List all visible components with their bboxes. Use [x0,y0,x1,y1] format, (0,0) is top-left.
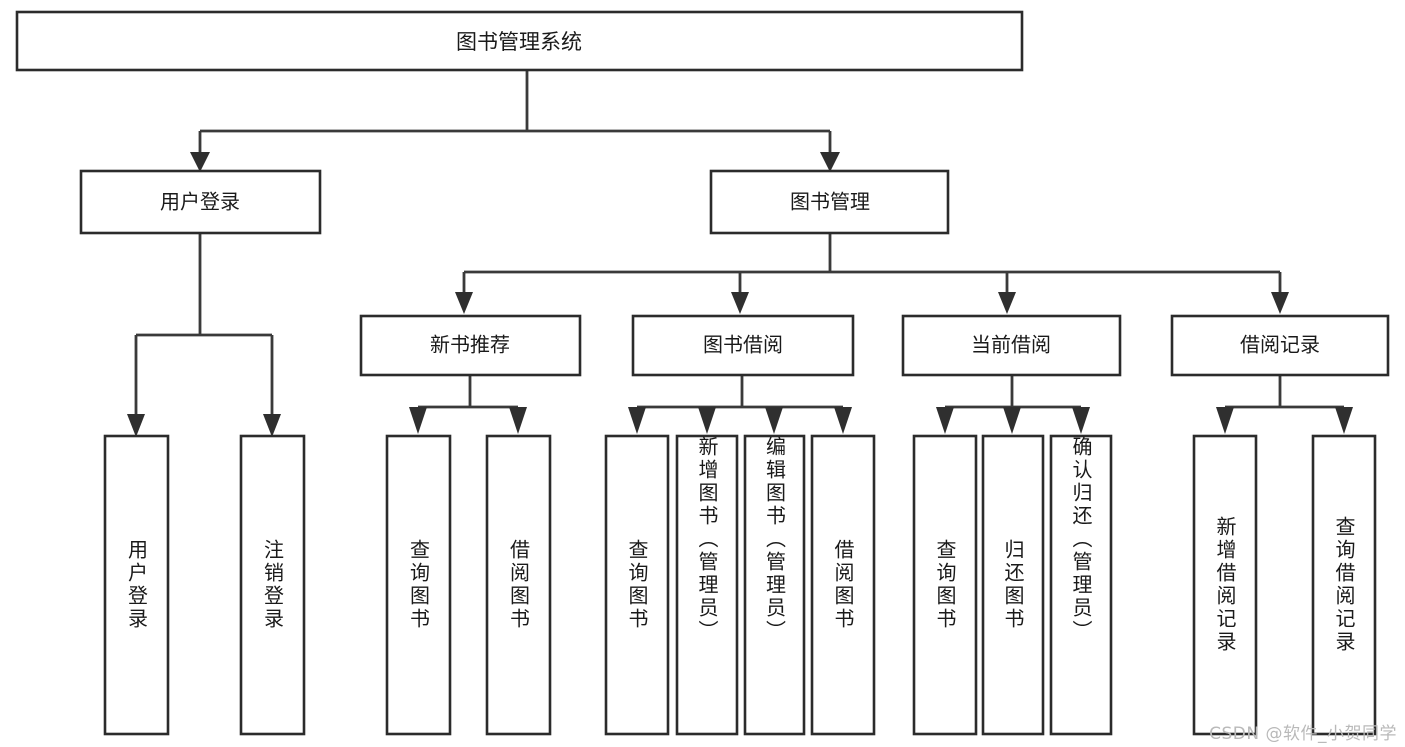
node-borrow-record-label: 借阅记录 [1240,333,1320,357]
connector-group-book-borrow [628,375,852,434]
leaf-box-query-record[interactable] [1311,434,1377,736]
node-new-book-recommend-label: 新书推荐 [430,333,510,357]
leaf-box-borrow-book-2[interactable] [810,434,876,736]
leaf-box-add-record[interactable] [1192,434,1258,736]
arrow-head-leaf-borrow-book-2 [834,407,852,434]
leaf-box-return-book[interactable] [981,434,1045,736]
node-book-borrow-box[interactable] [631,314,855,377]
leaf-box-user-login[interactable] [103,434,170,736]
arrow-head-book-manage [820,152,840,172]
arrow-head-new-book-recommend [455,292,473,314]
arrow-head-leaf-edit-book [765,407,783,434]
connector-group-user-login [127,233,281,437]
arrow-head-leaf-borrow-book-1 [509,407,527,434]
leaf-box-query-book-3[interactable] [912,434,978,736]
leaf-box-logout-login[interactable] [239,434,306,736]
arrow-head-leaf-return-book [1003,407,1021,434]
arrow-head-leaf-query-book-1 [409,407,427,434]
node-current-borrow-box[interactable] [901,314,1122,377]
node-root-label: 图书管理系统 [456,30,582,54]
arrow-head-user-login [190,152,210,172]
connector-group-root [190,70,840,172]
node-book-manage-box[interactable] [709,169,950,235]
connector-group-book-manage [455,233,1289,314]
node-user-login-label: 用户登录 [160,190,240,214]
connector-group-current-borrow [936,375,1090,434]
connector-group-borrow-record [1216,375,1353,434]
connector-group-new-book-recommend [409,375,527,434]
leaf-box-add-book[interactable] [675,434,739,736]
leaf-box-borrow-book-1[interactable] [485,434,552,736]
leaf-box-query-book-2[interactable] [604,434,670,736]
arrow-head-leaf-add-record [1216,407,1234,434]
node-root-box[interactable] [15,10,1024,72]
arrow-head-leaf-query-record [1335,407,1353,434]
node-book-borrow-label: 图书借阅 [703,333,783,357]
arrow-head-leaf-query-book-3 [936,407,954,434]
node-new-book-recommend-box[interactable] [359,314,582,377]
arrow-head-leaf-add-book [698,407,716,434]
arrow-head-leaf-logout-login [263,414,281,437]
leaf-box-confirm-return[interactable] [1049,434,1113,736]
node-book-manage-label: 图书管理 [790,190,870,214]
leaf-box-edit-book[interactable] [743,434,806,736]
node-user-login-box[interactable] [79,169,322,235]
arrow-head-book-borrow [731,292,749,314]
leaf-box-query-book-1[interactable] [385,434,452,736]
arrow-head-leaf-query-book-2 [628,407,646,434]
node-current-borrow-label: 当前借阅 [971,333,1051,357]
csdn-watermark: CSDN @软件_小贺同学 [1209,724,1397,744]
arrow-head-current-borrow [998,292,1016,314]
arrow-head-borrow-record [1271,292,1289,314]
arrow-head-leaf-confirm-return [1072,407,1090,434]
arrow-head-leaf-user-login [127,414,145,437]
node-borrow-record-box[interactable] [1170,314,1390,377]
